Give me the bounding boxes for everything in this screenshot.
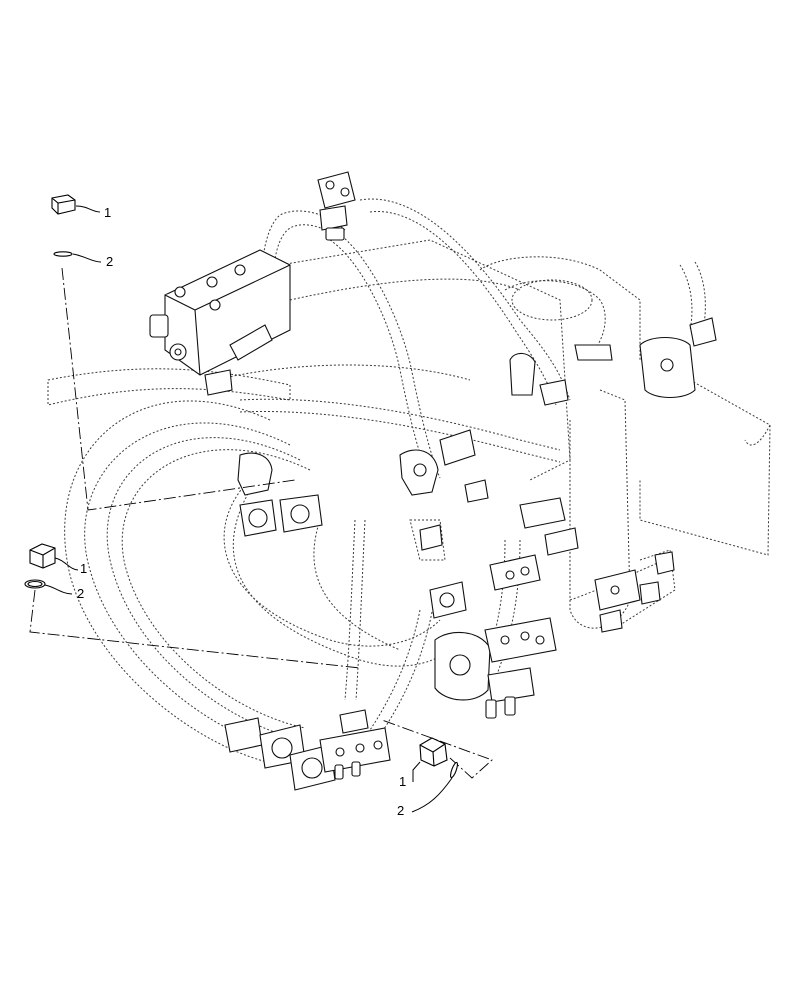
callout-item-2: 2: [77, 586, 84, 601]
callout-item-2: 2: [106, 254, 113, 269]
filter-head: [509, 317, 717, 406]
o-ring-icon: [53, 251, 73, 257]
bottom-manifold: [319, 551, 675, 780]
middle-fittings: [399, 429, 579, 591]
part-group-top: 1 2: [51, 194, 113, 269]
o-ring-icon: [24, 579, 46, 589]
top-fittings: [317, 171, 356, 241]
o-ring-icon: [450, 761, 458, 779]
part-group-bottom: 1 2: [397, 737, 458, 818]
phantom-assembly: [47, 198, 771, 766]
cap-plug-icon: [29, 543, 56, 569]
callout-item-1: 1: [399, 774, 406, 789]
part-group-middle: 1 2: [24, 543, 87, 601]
callout-item-1: 1: [80, 561, 87, 576]
cap-plug-icon: [51, 194, 76, 215]
cap-plug-icon: [419, 737, 448, 767]
callout-item-1: 1: [104, 205, 111, 220]
callout-item-2: 2: [397, 803, 404, 818]
valve-block: [149, 249, 291, 396]
lower-left-couplers: [224, 452, 336, 791]
